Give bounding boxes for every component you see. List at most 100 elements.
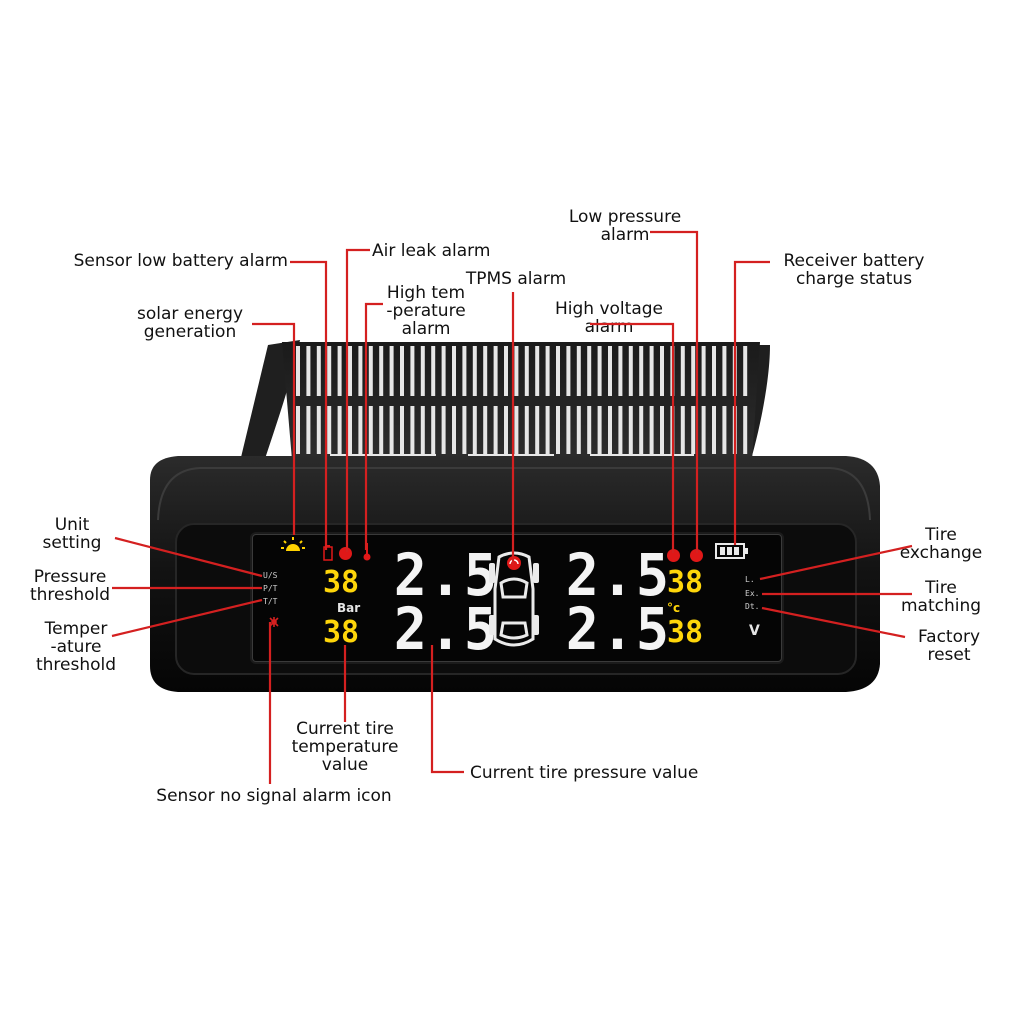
solar-cell-stripe xyxy=(576,346,581,396)
solar-cell-stripe xyxy=(337,406,342,454)
solar-cell-stripe xyxy=(628,346,633,396)
callout-no-signal: Sensor no signal alarm icon xyxy=(156,786,392,806)
temp-rear-right: 38 xyxy=(667,615,704,650)
solar-cell-stripe xyxy=(452,346,456,396)
pressure-unit: Bar xyxy=(337,601,361,615)
solar-cell-stripe xyxy=(483,346,488,396)
solar-cell-stripe xyxy=(722,406,727,454)
solar-cell-stripe xyxy=(701,346,706,396)
solar-cell-stripe xyxy=(639,346,644,396)
solar-cell-stripe xyxy=(545,346,550,396)
car-icon xyxy=(489,551,539,647)
lcd-screen: U/S P/T T/T 38 Bar 38 2.5 2.5 xyxy=(252,534,782,663)
solar-cell-stripe xyxy=(472,406,477,454)
solar-cell-stripe xyxy=(660,406,664,454)
solar-cell-stripe xyxy=(691,406,696,454)
solar-cell-stripe xyxy=(452,406,456,454)
solar-cell-stripe xyxy=(348,406,352,454)
solar-cell-stripe xyxy=(670,346,675,396)
solar-cell-stripe xyxy=(316,406,321,454)
solar-cell-stripe xyxy=(566,346,571,396)
solar-cell-stripe xyxy=(337,346,342,396)
temp-rear-left: 38 xyxy=(323,615,360,650)
pressure-rear-right: 2.5 xyxy=(565,595,671,663)
solar-cell-stripe xyxy=(306,406,311,454)
solar-cell-stripe xyxy=(535,346,540,396)
solar-cell-stripe xyxy=(296,406,300,454)
solar-cell-stripe xyxy=(691,346,696,396)
solar-cell-stripe xyxy=(732,406,737,454)
solar-cell-stripe xyxy=(431,406,436,454)
solar-cell-stripe xyxy=(410,346,415,396)
solar-cell-stripe xyxy=(597,346,602,396)
solar-cell-stripe xyxy=(410,406,415,454)
solar-cell-stripe xyxy=(743,406,748,454)
pressure-rear-left: 2.5 xyxy=(393,595,499,663)
callout-current-pressure: Current tire pressure value xyxy=(470,763,699,783)
temp-unit: °c xyxy=(667,601,681,615)
solar-cell-stripe xyxy=(348,346,352,396)
low-pressure-icon xyxy=(690,549,703,562)
solar-cell-stripe xyxy=(556,406,560,454)
solar-cell-stripe xyxy=(628,406,633,454)
solar-cell-stripe xyxy=(379,346,384,396)
tire-matching-key: Ex. xyxy=(745,589,760,598)
solar-cell-stripe xyxy=(327,406,332,454)
solar-cell-stripe xyxy=(712,346,716,396)
solar-cell-stripe xyxy=(639,406,644,454)
solar-cell-stripe xyxy=(306,346,311,396)
solar-cell-stripe xyxy=(722,346,727,396)
solar-cell-stripe xyxy=(358,406,363,454)
temperature-threshold-key: T/T xyxy=(263,597,278,606)
solar-cell-stripe xyxy=(660,346,664,396)
solar-cell-stripe xyxy=(420,346,425,396)
solar-cell-stripe xyxy=(608,406,612,454)
receiver-battery-icon xyxy=(715,543,748,559)
solar-cell-stripe xyxy=(472,346,477,396)
solar-cell-stripe xyxy=(680,346,685,396)
factory-reset-key: Dt. xyxy=(745,602,760,611)
solar-cell-stripe xyxy=(670,406,675,454)
solar-cell-stripe xyxy=(358,346,363,396)
solar-cell-stripe xyxy=(524,406,529,454)
solar-cell-stripe xyxy=(712,406,716,454)
solar-cell-stripe xyxy=(649,346,654,396)
air-leak-icon xyxy=(339,547,352,560)
solar-cell-stripe xyxy=(597,406,602,454)
no-signal-icon xyxy=(269,617,279,627)
solar-cell-stripe xyxy=(545,406,550,454)
callout-sensor-low-battery: Sensor low battery alarm xyxy=(73,251,288,271)
solar-cell-stripe xyxy=(556,346,560,396)
solar-cell-stripe xyxy=(743,346,748,396)
solar-cell-stripe xyxy=(389,406,394,454)
solar-sun-icon xyxy=(281,537,305,551)
solar-cell-stripe xyxy=(462,406,467,454)
solar-cell-stripe xyxy=(493,346,498,396)
pressure-threshold-key: P/T xyxy=(263,584,278,593)
solar-cell-stripe xyxy=(400,346,404,396)
solar-cell-stripe xyxy=(493,406,498,454)
solar-cell-stripe xyxy=(576,406,581,454)
high-voltage-icon xyxy=(667,549,680,562)
solar-cell-stripe xyxy=(514,406,519,454)
solar-cell-stripe xyxy=(379,406,384,454)
solar-cell-stripe xyxy=(649,406,654,454)
solar-cell-stripe xyxy=(316,346,321,396)
solar-cell-stripe xyxy=(618,346,623,396)
pressure-front-left: 2.5 xyxy=(393,541,499,609)
solar-cell-stripe xyxy=(524,346,529,396)
solar-cell-stripe xyxy=(535,406,540,454)
solar-cell-stripe xyxy=(462,346,467,396)
solar-cell-stripe xyxy=(483,406,488,454)
